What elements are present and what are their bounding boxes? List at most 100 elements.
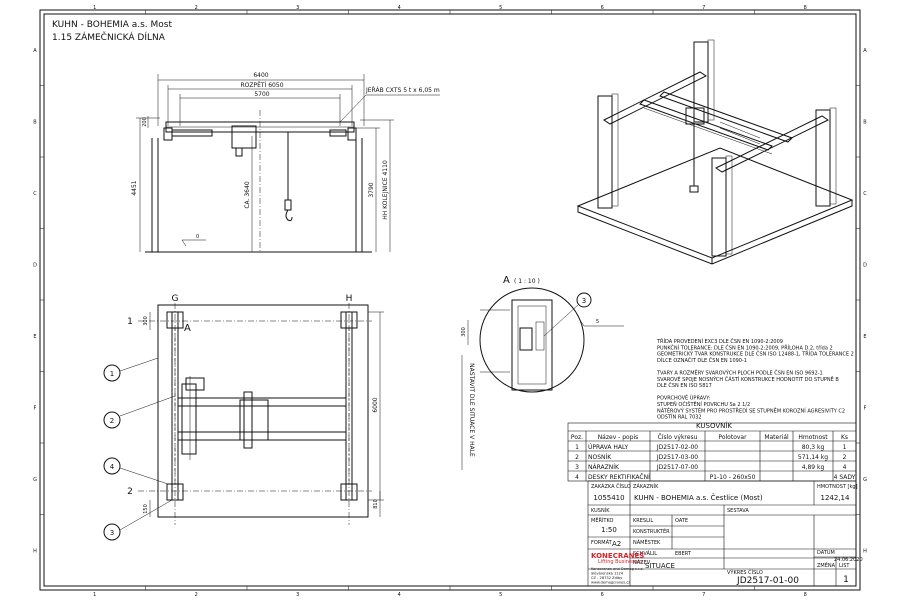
grid-row-left-B: B bbox=[33, 119, 37, 125]
total-weight: 1242,14 bbox=[821, 494, 850, 502]
revision-label: ZMĚNA bbox=[817, 561, 836, 569]
technical-notes: TŘÍDA PROVEDENÍ EXC3 DLE ČSN EN 1090-2:2… bbox=[656, 337, 854, 421]
company-name: KUHN - BOHEMIA a.s. Most bbox=[52, 20, 172, 30]
size-label: FORMÁT bbox=[591, 539, 613, 546]
grid-col-top-5: 5 bbox=[499, 5, 502, 11]
dim-3790: 3790 bbox=[368, 182, 375, 197]
checked-label: KONSTRUKTÉR bbox=[633, 527, 670, 535]
grid-col-bottom-1: 1 bbox=[93, 592, 96, 598]
svg-text:3: 3 bbox=[582, 297, 586, 305]
isometric-view bbox=[576, 39, 854, 265]
bom-header-0: Poz. bbox=[571, 434, 583, 441]
bom-cell-0-5: 80,3 kg bbox=[802, 444, 825, 451]
bom-header-1: Název - popis bbox=[598, 434, 639, 441]
axis-2: 2 bbox=[127, 487, 133, 497]
note-line-5: TVARY A ROZMĚRY SVAROVÝCH PLOCH PODLE ČS… bbox=[656, 369, 823, 377]
bom-cell-2-2: JD2517-07-00 bbox=[656, 464, 698, 471]
order-number: 1055410 bbox=[593, 494, 624, 502]
dim-6050: ROZPĚTÍ 6050 bbox=[240, 81, 283, 89]
detail-a: A ( 1 : 10 ) 300 3 5 bbox=[461, 275, 624, 393]
customer-label: ZÁKAZNÍK bbox=[633, 483, 659, 490]
address-line-0: Konecranes and Demag s.r.o. bbox=[591, 567, 644, 571]
plan-view: G H 1 2 A 300 150 bbox=[103, 294, 475, 541]
crane-label: JEŘÁB CXTS 5 t x 6,05 m bbox=[365, 86, 440, 94]
bom-cell-1-6: 2 bbox=[843, 454, 847, 461]
detail-title: A bbox=[503, 275, 510, 286]
grid-row-left-F: F bbox=[34, 405, 37, 411]
approved-label: NÁMĚSTEK bbox=[633, 538, 661, 546]
grid-col-bottom-4: 4 bbox=[398, 592, 401, 598]
grid-row-right-C: C bbox=[863, 191, 867, 197]
bom-cell-2-6: 4 bbox=[843, 464, 847, 471]
grid-col-bottom-7: 7 bbox=[702, 592, 705, 598]
bom-cell-3-6: 4 SADY bbox=[834, 474, 856, 481]
address-line-2: CZ - 28732 Zdiby bbox=[591, 576, 623, 580]
bom-cell-0-6: 1 bbox=[843, 444, 847, 451]
bom-header-2: Číslo výkresu bbox=[658, 434, 698, 441]
grid-row-right-H: H bbox=[863, 548, 867, 554]
grid-row-right-F: F bbox=[864, 405, 867, 411]
brand-logo: KONECRANES bbox=[591, 552, 644, 560]
adjust-note: NASTAVIT DLE SITUACE V HALE bbox=[468, 363, 475, 457]
bom-header-5: Hmotnost bbox=[798, 434, 828, 441]
note-line-12: ODSTÍN RAL 7032 bbox=[657, 414, 702, 421]
address-line-1: Slévárenská 1124 bbox=[591, 572, 624, 576]
customer-name: KUHN - BOHEMIA a.s. Čestlice (Most) bbox=[634, 493, 763, 502]
grid-col-top-8: 8 bbox=[804, 5, 807, 11]
drawing-number-label: VÝKRES ČÍSLO bbox=[727, 569, 763, 576]
weight-label: HMOTNOST [kg] bbox=[817, 484, 858, 490]
address-line-3: www.demagcranes.cz bbox=[591, 581, 630, 585]
scale-label: MĚŘÍTKO bbox=[591, 516, 613, 524]
grid-col-bottom-2: 2 bbox=[195, 592, 198, 598]
bom-header-4: Materiál bbox=[764, 434, 789, 441]
svg-text:1: 1 bbox=[110, 370, 114, 378]
grid-row-left-G: G bbox=[33, 477, 37, 483]
grid-row-left-H: H bbox=[33, 548, 37, 554]
bom-cell-0-2: JD2517-02-00 bbox=[656, 444, 698, 451]
grid-row-left-D: D bbox=[33, 262, 37, 268]
detail-dim-300: 300 bbox=[461, 327, 467, 337]
grid-col-top-7: 7 bbox=[702, 5, 705, 11]
bom-cell-2-1: NÁRAZNÍK bbox=[588, 464, 620, 471]
scale-value: 1:50 bbox=[601, 526, 617, 534]
bom-cell-0-0: 1 bbox=[575, 444, 579, 451]
title-block: ZAKÁZKA ČÍSLO 1055410 ZÁKAZNÍK KUHN - BO… bbox=[587, 480, 863, 587]
note-line-11: NÁTĚROVÝ SYSTÉM PRO PROSTŘEDÍ SE STUPNĚM… bbox=[657, 406, 845, 414]
grid-row-left-A: A bbox=[33, 48, 37, 54]
bom-cell-1-2: JD2517-03-00 bbox=[656, 454, 698, 461]
bom-cell-0-1: ÚPRAVA HALY bbox=[588, 444, 629, 451]
grid-row-right-B: B bbox=[863, 119, 867, 125]
axis-g: G bbox=[172, 294, 179, 304]
process-label: KUSNÍK bbox=[591, 507, 610, 514]
bom-cell-2-5: 4,89 kg bbox=[802, 464, 825, 471]
grid-col-bottom-6: 6 bbox=[601, 592, 604, 598]
grid-col-top-6: 6 bbox=[601, 5, 604, 11]
dim-zero: 0 bbox=[196, 234, 199, 240]
name-label: NÁZEV bbox=[633, 559, 651, 566]
sheet-label: LIST bbox=[839, 563, 850, 569]
dim-150-plan: 150 bbox=[143, 504, 149, 514]
section-a-marker: A bbox=[184, 323, 191, 334]
bom-header-6: Ks bbox=[841, 434, 848, 441]
grid-row-right-D: D bbox=[863, 262, 867, 268]
dim-3640: CA. 3640 bbox=[244, 181, 251, 208]
svg-text:2: 2 bbox=[110, 417, 114, 425]
axis-h: H bbox=[346, 294, 353, 304]
dim-4110: HH KOLEJNICE 4110 bbox=[382, 160, 389, 220]
drawing-name: SITUACE bbox=[645, 562, 675, 570]
bom-title: KUSOVNÍK bbox=[696, 421, 732, 430]
approval-label: SCHVÁLIL bbox=[633, 550, 657, 557]
grid-row-right-E: E bbox=[863, 334, 866, 340]
state2-label: EBERT bbox=[675, 551, 692, 557]
front-view: 6400 ROZPĚTÍ 6050 5700 JEŘÁB CXTS 5 t x … bbox=[131, 72, 440, 253]
bom-cell-2-0: 3 bbox=[575, 464, 579, 471]
bom-cell-1-0: 2 bbox=[575, 454, 579, 461]
grid-col-top-3: 3 bbox=[296, 5, 299, 11]
dim-6000: 6000 bbox=[372, 397, 379, 412]
date-label: DATUM bbox=[817, 550, 835, 556]
axis-1: 1 bbox=[127, 317, 133, 327]
bom-header-3: Polotovar bbox=[718, 434, 747, 441]
dim-810: 810 bbox=[373, 499, 379, 509]
size-value: A2 bbox=[612, 540, 621, 548]
